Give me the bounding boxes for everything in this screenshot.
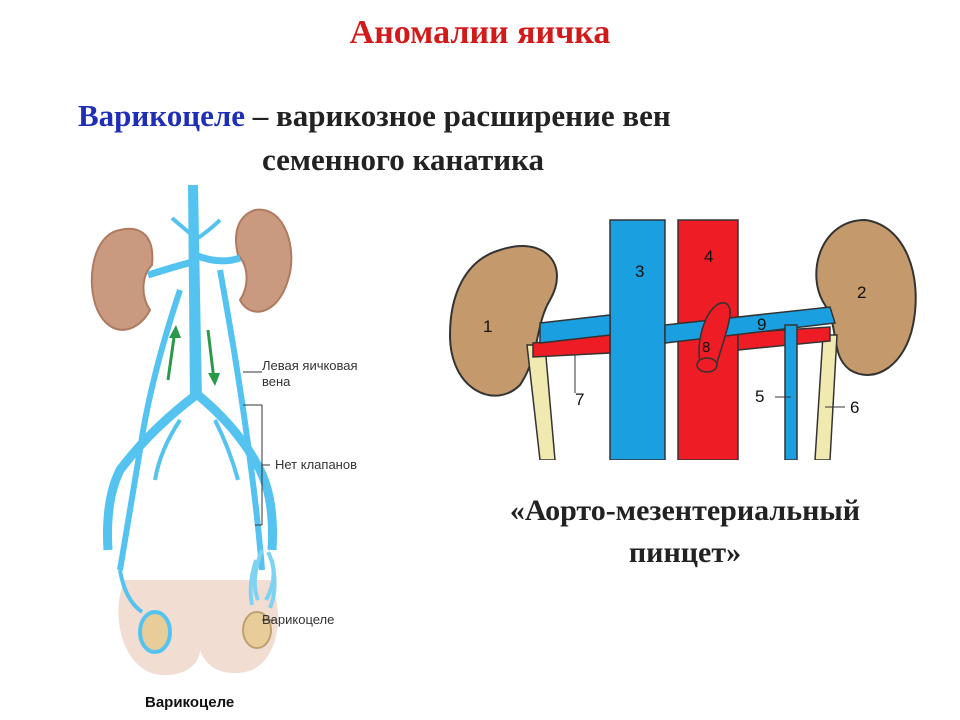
vessel-branch (170, 216, 194, 237)
sma-origin (696, 357, 718, 373)
label-left-vein-line1: Левая яичковая (262, 358, 358, 373)
definition-line2: семенного канатика (262, 142, 544, 177)
renal-vein-left (193, 251, 242, 265)
renal-vein-right (146, 258, 193, 279)
varicocele-plexus (248, 549, 277, 609)
label-left-vein-line2: вена (262, 374, 291, 389)
label-8: 8 (702, 339, 710, 356)
definition-rest: – варикозное расширение вен (245, 98, 671, 133)
sma-8 (698, 302, 731, 364)
label-9: 9 (757, 315, 766, 334)
vena-cava-3 (609, 219, 666, 460)
right-testis (138, 610, 172, 654)
label-2: 2 (857, 283, 866, 302)
vessel-branch (193, 218, 222, 242)
reflux-arrow-head (208, 373, 220, 386)
bottom-caption: Варикоцеле (145, 694, 234, 711)
definition-text: Варикоцеле – варикозное расширение вен с… (78, 94, 838, 182)
vena-cava (188, 185, 202, 400)
label-3: 3 (635, 262, 644, 281)
left-testis (242, 611, 272, 649)
slide-title: Аномалии яичка (349, 14, 611, 51)
label-7: 7 (575, 390, 584, 409)
aorto-mesenteric-diagram: 1 2 3 4 5 6 7 8 9 (448, 218, 917, 460)
iliac-vein-left (195, 391, 277, 551)
vessel-branch (153, 418, 182, 481)
kidney-2 (815, 218, 917, 376)
renal-artery-right (737, 326, 831, 351)
label-5: 5 (755, 387, 764, 406)
upflow-arrow-head (169, 325, 181, 338)
varicocele-illustration: Левая яичковая вена Нет клапанов Варикоц… (90, 185, 358, 711)
right-cord (118, 569, 144, 614)
left-kidney-shape (235, 208, 293, 313)
iliac-vein-right (103, 391, 199, 551)
label-1: 1 (483, 317, 492, 336)
caption-line2: пинцет» (628, 536, 742, 569)
label-no-valves: Нет клапанов (275, 457, 357, 472)
upflow-arrow (166, 329, 177, 381)
vessel-branch (213, 419, 240, 481)
label-varicocele: Варикоцеле (262, 612, 334, 627)
label-4: 4 (704, 247, 713, 266)
gonadal-vein-5 (784, 324, 798, 460)
right-kidney-shape (90, 227, 154, 331)
renal-vein-1 (539, 314, 611, 344)
ureter-left (526, 344, 556, 460)
diagram-caption: «Аорто-мезентериальный пинцет» (470, 490, 900, 574)
caption-line1: «Аорто-мезентериальный (509, 494, 861, 527)
definition-term: Варикоцеле (78, 98, 246, 133)
reflux-arrow (206, 329, 216, 381)
label-6: 6 (850, 398, 859, 417)
ureter-right (814, 334, 838, 460)
